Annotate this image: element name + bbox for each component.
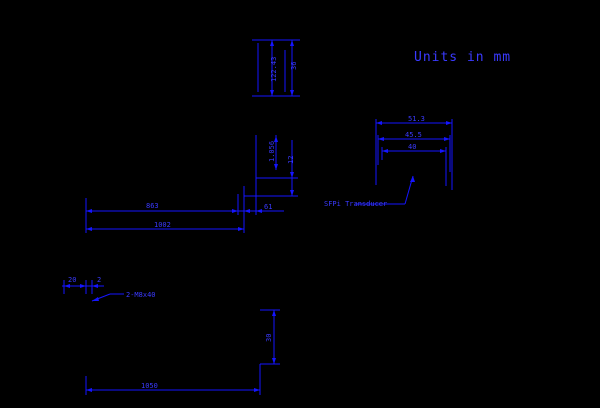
dim-mid-h1: 863 <box>146 202 159 210</box>
dim-small-right: 2 <box>97 276 101 284</box>
dim-mid-total: 1002 <box>154 221 171 229</box>
dim-bottom-v: 30 <box>265 334 273 342</box>
dim-mid-h2: 61 <box>264 203 272 211</box>
dim-right-w3: 40 <box>408 143 416 151</box>
units-title: Units in mm <box>414 50 511 65</box>
dim-mid-v2: 12 <box>287 156 295 164</box>
middle-dimensions: 1.056 12 863 61 1002 <box>85 135 298 233</box>
right-horizontal-dimensions: 51.3 45.5 40 <box>375 115 453 190</box>
dim-right-w1: 51.3 <box>408 115 425 123</box>
dim-bottom-h: 1050 <box>141 382 158 390</box>
top-vertical-dimensions: 122.43 36 <box>252 39 300 97</box>
transducer-label: SFPi Transducer <box>324 200 387 208</box>
dim-small-left: 20 <box>68 276 76 284</box>
dim-top-inner: 36 <box>290 62 298 70</box>
transducer-leader: SFPi Transducer <box>324 175 415 208</box>
dim-mid-v1: 1.056 <box>268 141 276 162</box>
small-left-dimensions: 20 2 2-M8x40 <box>62 276 156 302</box>
bottom-dimensions: 30 1050 <box>85 309 280 395</box>
dim-top-outer: 122.43 <box>270 57 278 82</box>
hole-label: 2-M8x40 <box>126 291 156 299</box>
dim-right-w2: 45.5 <box>405 131 422 139</box>
